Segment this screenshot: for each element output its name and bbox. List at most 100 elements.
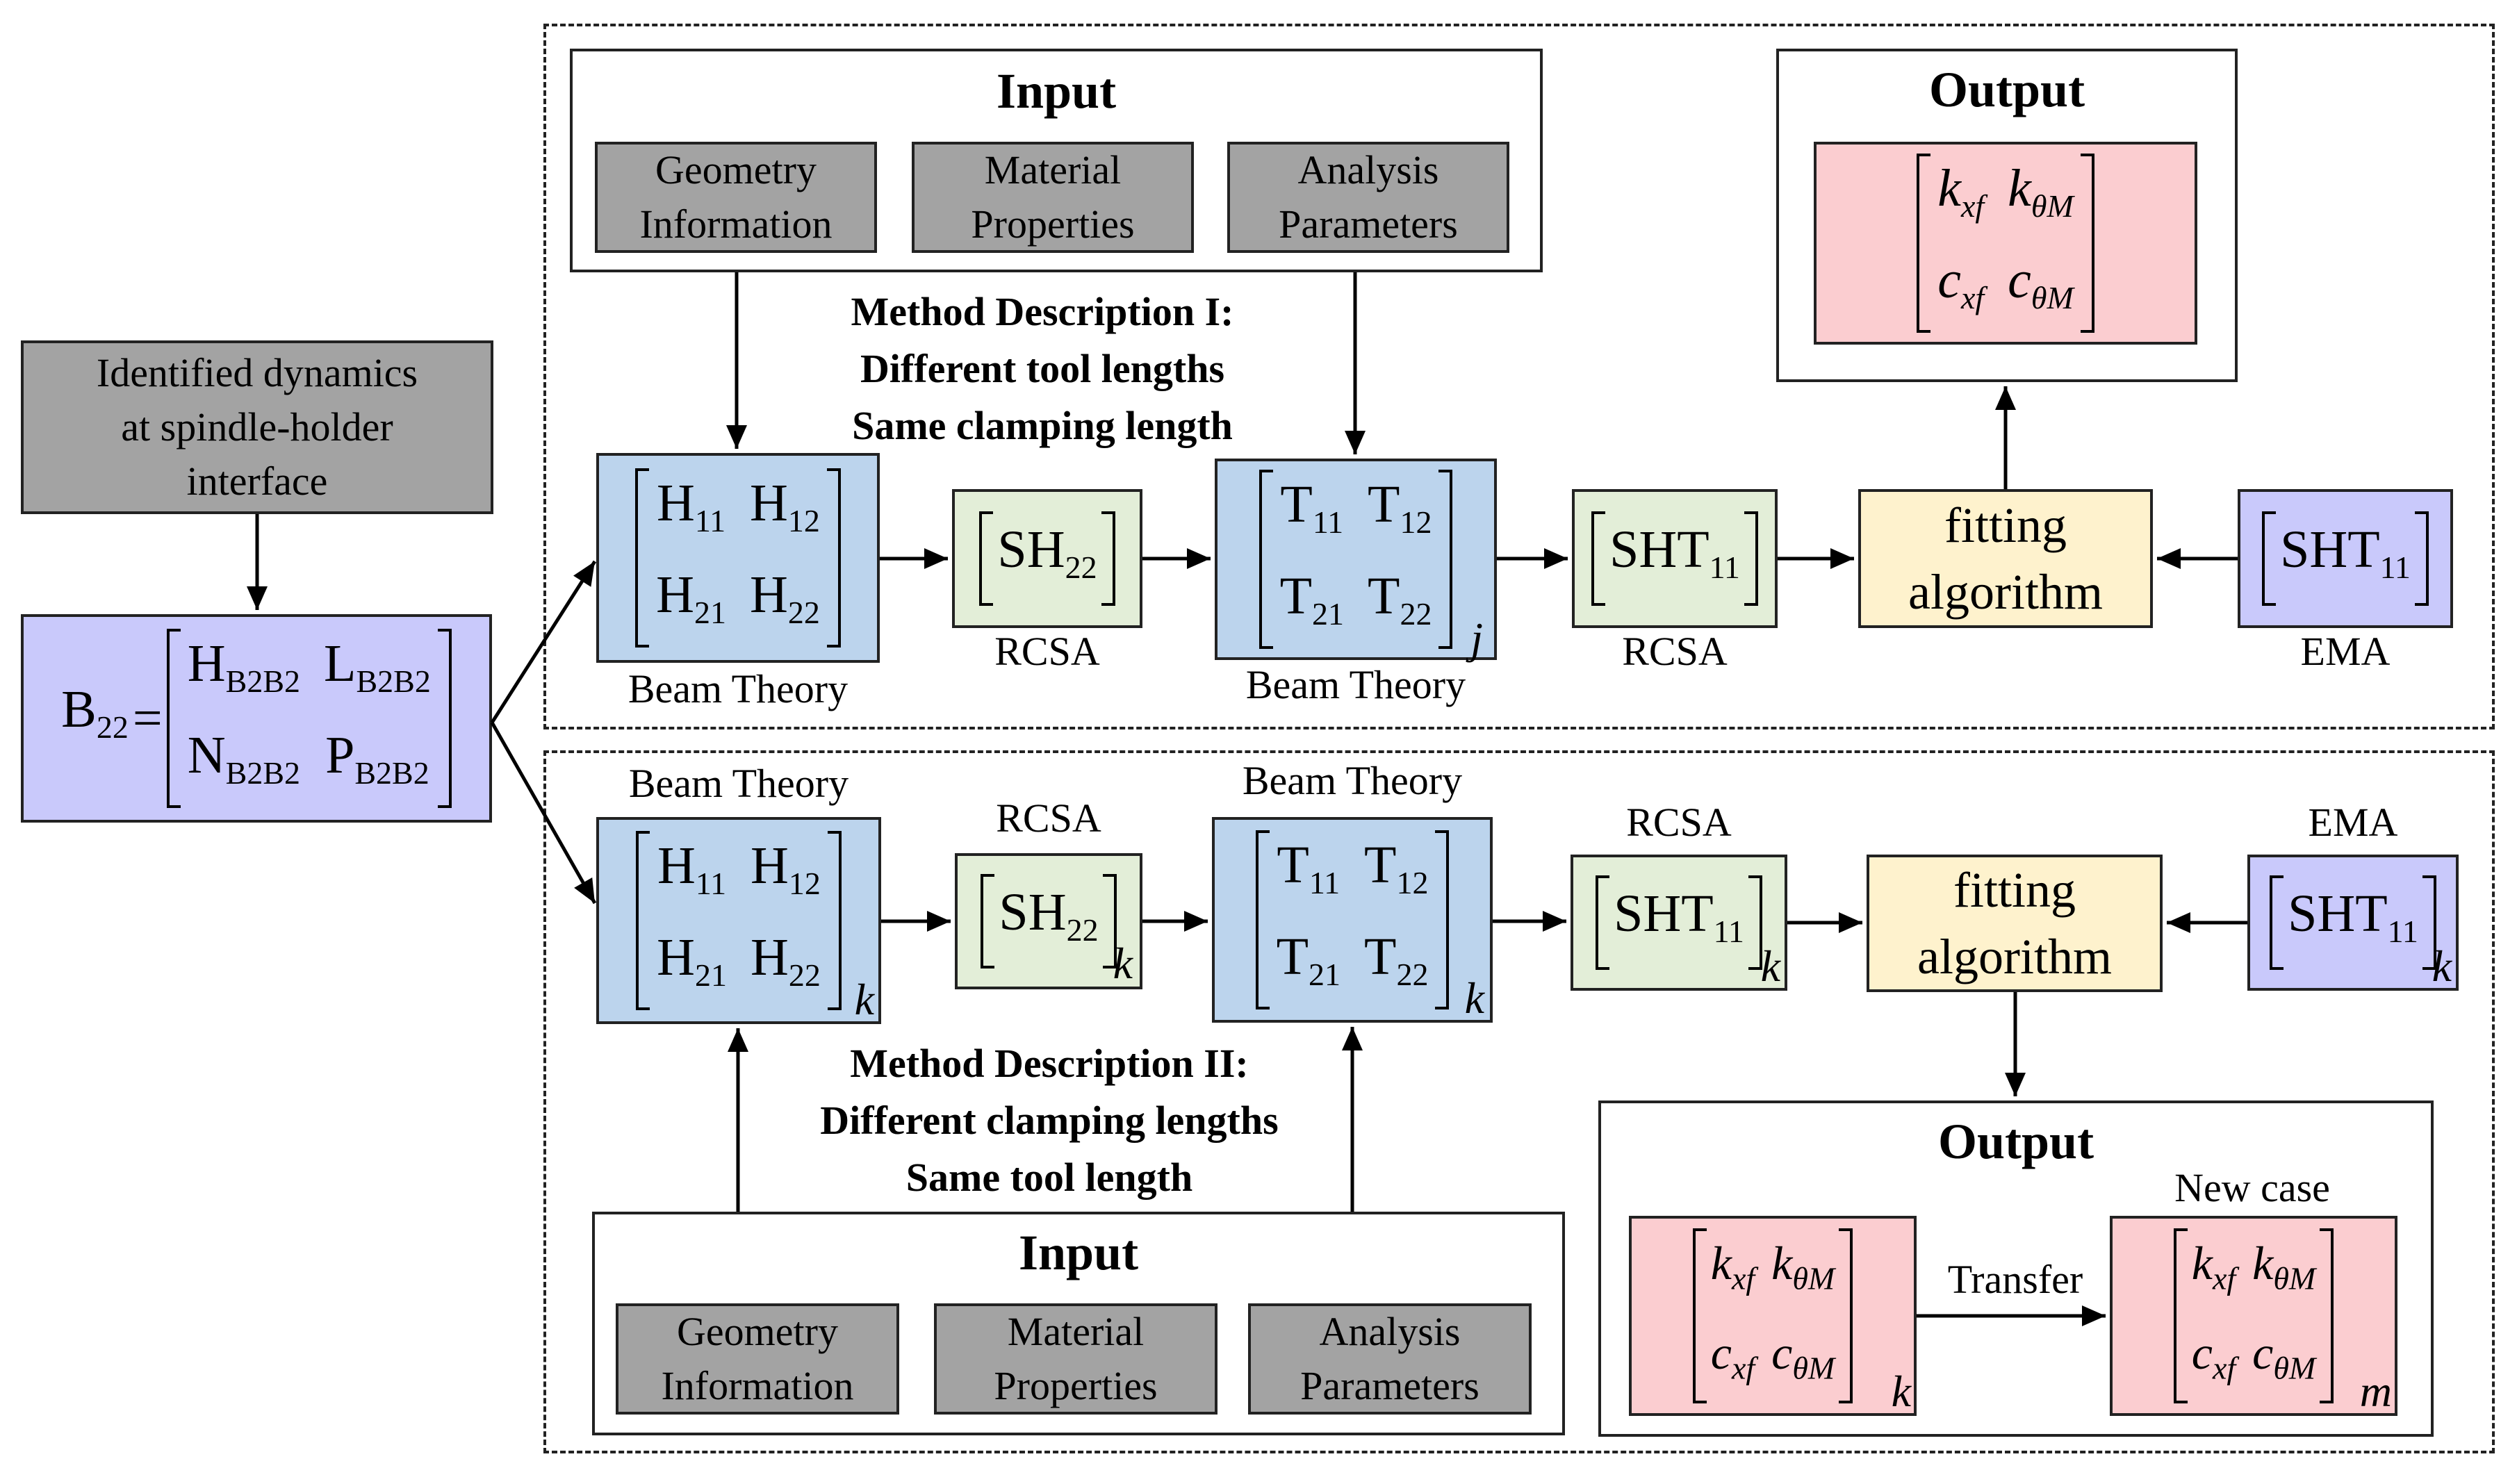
bottom-sht-outer-sub: k [1760, 941, 1780, 991]
material-line-1: Material [984, 147, 1122, 192]
matrix-cell: cxf [1710, 1326, 1755, 1386]
arrow-bottom-analysis-up-head [1342, 1027, 1363, 1050]
bottom-fitting-line-1: fitting [1953, 862, 2076, 918]
matrix-cell: cθM [2252, 1326, 2316, 1386]
arrow-b22-to-top-head [573, 561, 595, 587]
matrix-cell: LB2B2 [324, 634, 431, 699]
method-two-frame [543, 750, 2495, 1453]
material-line-1: Material [1007, 1309, 1145, 1354]
matrix-cell: cθM [2008, 251, 2074, 316]
b22-label: B22 [61, 679, 129, 745]
matrix-cell: HB2B2 [187, 634, 301, 699]
top-sht-box: SHT11 [1572, 489, 1778, 628]
top-ema-caption: EMA [2300, 629, 2391, 674]
matrix-cell: T22 [1368, 567, 1432, 632]
top-sh-vector: SH22 [979, 511, 1115, 607]
bottom-t-caption: Beam Theory [1242, 758, 1463, 803]
identified-line-2: at spindle-holder [121, 404, 393, 450]
transfer-label: Transfer [1947, 1257, 2083, 1302]
arrow-top-fit-to-output-head [1995, 386, 2016, 410]
matrix-cell: cxf [1937, 251, 1985, 316]
arrow-bottom-sht-to-fit-head [1839, 912, 1862, 933]
top-output-title: Output [1928, 62, 2085, 117]
identified-line-3: interface [186, 459, 328, 504]
arrow-bottom-h-to-sh-head [927, 911, 951, 932]
matrix-cell: cxf [2191, 1326, 2236, 1386]
top-t-matrix-box: T11 T12 T21 T22 j [1215, 459, 1497, 663]
bottom-fitting-line-2: algorithm [1917, 929, 2112, 984]
geometry-line-1: Geometry [677, 1309, 838, 1354]
top-ema-box: SHT11 [2238, 489, 2453, 628]
bottom-t-matrix-box: T11 T12 T21 T22 k [1212, 817, 1493, 1023]
geometry-line-2: Information [639, 201, 833, 247]
bottom-ema-vector: SHT11 [2270, 875, 2436, 971]
matrix-cell: kθM [2252, 1237, 2316, 1296]
analysis-line-1: Analysis [1297, 147, 1439, 192]
bottom-sh-caption: RCSA [996, 795, 1101, 841]
arrow-identified-to-b22-head [247, 586, 268, 610]
bottom-h-caption: Beam Theory [628, 761, 849, 806]
bottom-sh-box: SH22 k [955, 853, 1142, 989]
bottom-h-matrix-box: H11 H12 H21 H22 k [596, 817, 881, 1024]
identified-line-1: Identified dynamics [96, 350, 418, 395]
bottom-t-outer-sub: k [1464, 973, 1484, 1023]
arrow-bottom-sh-to-t-head [1184, 911, 1208, 932]
bottom-ema-box: SHT11 k [2247, 855, 2459, 991]
top-t-caption: Beam Theory [1245, 662, 1466, 707]
matrix-cell: PB2B2 [325, 726, 429, 791]
matrix-cell: kθM [2008, 158, 2074, 224]
top-sh-caption: RCSA [994, 629, 1100, 674]
bottom-sht-vector: SHT11 [1596, 875, 1762, 971]
bottom-output-k-sub: k [1891, 1367, 1911, 1416]
bottom-output-k-matrix: kxf kθM cxf cθM [1692, 1228, 1853, 1403]
matrix-cell: T12 [1368, 475, 1432, 540]
matrix-cell: kxf [1937, 158, 1985, 224]
top-h-matrix-box: H11 H12 H21 H22 [596, 453, 880, 663]
method-two-line-1: Method Description II: [850, 1041, 1249, 1086]
analysis-line-2: Parameters [1300, 1363, 1479, 1408]
arrow-bottom-ema-to-fit-head [2167, 912, 2190, 933]
top-fitting-box: fitting algorithm [1858, 489, 2153, 628]
bottom-sht-caption: RCSA [1626, 800, 1732, 845]
matrix-cell: H22 [750, 566, 820, 631]
top-ema-vector: SHT11 [2262, 511, 2429, 607]
bottom-output-m-matrix: kxf kθM cxf cθM [2173, 1228, 2334, 1403]
top-output-matrix: kxf kθM cxf cθM [1917, 153, 2094, 333]
matrix-cell: cθM [1771, 1326, 1835, 1386]
matrix-cell: NB2B2 [187, 726, 301, 791]
matrix-cell: T22 [1364, 928, 1429, 993]
matrix-cell: T21 [1279, 567, 1344, 632]
analysis-line-2: Parameters [1279, 201, 1458, 247]
bottom-ema-outer-sub: k [2432, 941, 2452, 991]
matrix-cell: H12 [750, 473, 820, 538]
arrow-top-geometry-down-head [726, 425, 747, 449]
arrow-top-ema-to-fit-head [2157, 548, 2181, 569]
matrix-cell: H21 [656, 566, 726, 631]
top-fitting-line-1: fitting [1944, 497, 2067, 553]
bottom-ema-caption: EMA [2308, 800, 2398, 845]
bottom-fitting-box: fitting algorithm [1867, 855, 2163, 992]
identified-dynamics-box: Identified dynamics at spindle-holder in… [21, 340, 493, 514]
top-sh-box: SH22 [952, 489, 1142, 628]
geometry-line-1: Geometry [655, 147, 817, 192]
top-fitting-line-2: algorithm [1908, 564, 2103, 620]
bottom-h-matrix: H11 H12 H21 H22 [636, 830, 842, 1011]
arrow-bottom-fit-to-output-head [2005, 1073, 2026, 1096]
bottom-t-matrix: T11 T12 T21 T22 [1255, 830, 1450, 1010]
bottom-sh-outer-sub: k [1113, 939, 1133, 988]
b22-matrix-box: B22 = HB2B2 LB2B2 NB2B2 PB2B2 [21, 614, 492, 823]
matrix-cell: T12 [1364, 835, 1429, 900]
bottom-output-m-box: kxf kθM cxf cθM m [2110, 1216, 2397, 1416]
arrow-top-sht-to-fit-head [1830, 548, 1854, 569]
matrix-cell: kxf [1710, 1237, 1755, 1296]
arrow-transfer-head [2082, 1305, 2106, 1326]
bottom-output-k-box: kxf kθM cxf cθM k [1629, 1216, 1917, 1416]
top-sht-vector: SHT11 [1591, 511, 1758, 607]
bottom-output-title: Output [1937, 1114, 2094, 1169]
method-two-line-2: Different clamping lengths [820, 1098, 1279, 1143]
material-line-2: Properties [994, 1363, 1158, 1408]
top-h-matrix: H11 H12 H21 H22 [635, 468, 841, 648]
